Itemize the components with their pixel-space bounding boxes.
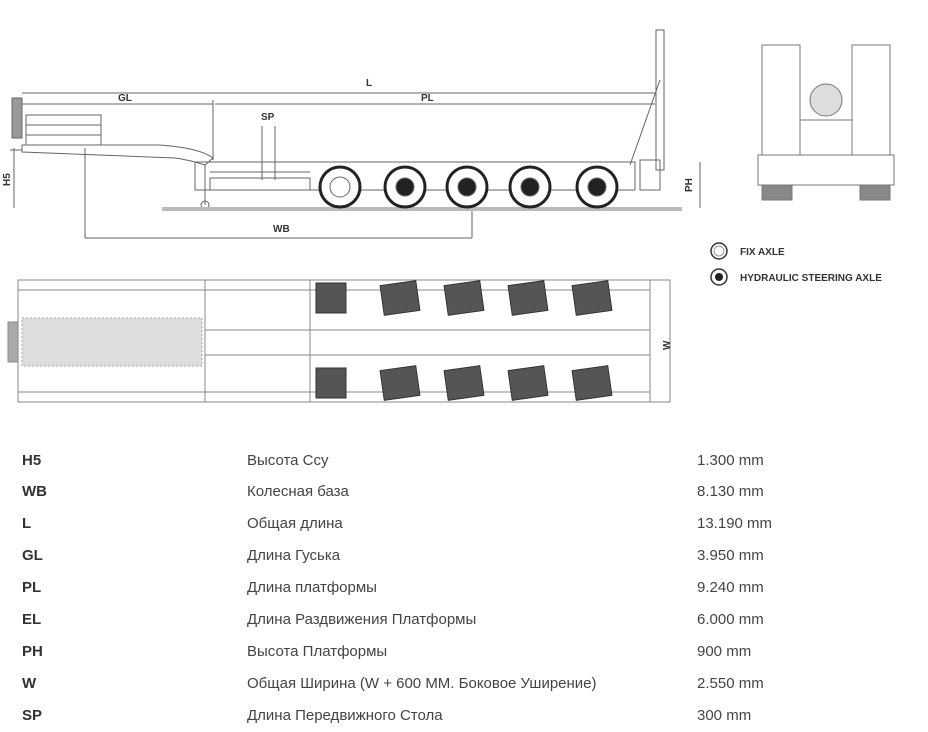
legend-fix-axle: FIX AXLE [710, 242, 785, 260]
legend-label: FIX AXLE [740, 247, 785, 258]
spec-value: 8.130 mm [697, 483, 764, 500]
spec-value: 6.000 mm [697, 611, 764, 628]
spec-value: 1.300 mm [697, 452, 764, 469]
spec-row: L Общая длина 13.190 mm [0, 512, 928, 536]
spec-description: Длина Гуська [247, 547, 341, 564]
spec-description: Колесная база [247, 483, 349, 500]
top-view [7, 279, 671, 403]
spec-value: 900 mm [697, 643, 752, 660]
dim-label-h5: H5 [2, 173, 13, 186]
spec-description: Общая длина [247, 515, 343, 532]
dim-label-ph: PH [684, 178, 695, 192]
dim-label-w: W [662, 340, 673, 350]
spec-value: 3.950 mm [697, 547, 764, 564]
spec-code: EL [22, 611, 42, 628]
dim-label-sp: SP [261, 112, 275, 123]
spec-row: PH Высота Платформы 900 mm [0, 640, 928, 664]
spec-code: SP [22, 707, 43, 724]
spec-description: Длина Передвижного Стола [247, 707, 443, 724]
spec-value: 300 mm [697, 707, 752, 724]
spec-code: PH [22, 643, 43, 660]
spec-code: WB [22, 483, 47, 500]
spec-code: L [22, 515, 32, 532]
steering-axle-wheel [575, 165, 619, 209]
dim-label-l: L [366, 78, 372, 89]
spec-code: GL [22, 547, 43, 564]
legend-label: HYDRAULIC STEERING AXLE [740, 273, 882, 284]
spec-value: 2.550 mm [697, 675, 764, 692]
fix-axle-icon [710, 242, 728, 260]
spec-row: GL Длина Гуська 3.950 mm [0, 544, 928, 568]
spec-code: W [22, 675, 37, 692]
steering-axle-wheel [508, 165, 552, 209]
spec-row: SP Длина Передвижного Стола 300 mm [0, 704, 928, 728]
spec-value: 13.190 mm [697, 515, 773, 532]
spec-row: H5 Высота Ссу 1.300 mm [0, 449, 928, 473]
spec-description: Высота Ссу [247, 452, 329, 469]
spec-row: WB Колесная база 8.130 mm [0, 480, 928, 504]
spec-row: W Общая Ширина (W + 600 ММ. Боковое Ушире… [0, 672, 928, 696]
spec-value: 9.240 mm [697, 579, 764, 596]
spec-description: Высота Платформы [247, 643, 388, 660]
spec-description: Длина платформы [247, 579, 377, 596]
legend-hydraulic-steering-axle: HYDRAULIC STEERING AXLE [710, 268, 882, 286]
spec-row: PL Длина платформы 9.240 mm [0, 576, 928, 600]
spec-row: EL Длина Раздвижения Платформы 6.000 mm [0, 608, 928, 632]
spec-code: H5 [22, 452, 42, 469]
spec-code: PL [22, 579, 42, 596]
spec-description: Общая Ширина (W + 600 ММ. Боковое Уширен… [247, 675, 597, 692]
trailer-technical-drawing: L GL PL SP WB H5 PH FIX AXLE HYDRAULIC S… [2, 29, 895, 403]
spec-description: Длина Раздвижения Платформы [247, 611, 477, 628]
side-view [10, 29, 701, 239]
dim-label-gl: GL [118, 93, 132, 104]
steering-axle-wheel [445, 165, 489, 209]
dim-label-pl: PL [421, 93, 434, 104]
fix-axle-wheel [318, 165, 362, 209]
rear-view [757, 44, 895, 201]
dim-label-wb: WB [273, 224, 290, 235]
steering-axle-wheel [383, 165, 427, 209]
